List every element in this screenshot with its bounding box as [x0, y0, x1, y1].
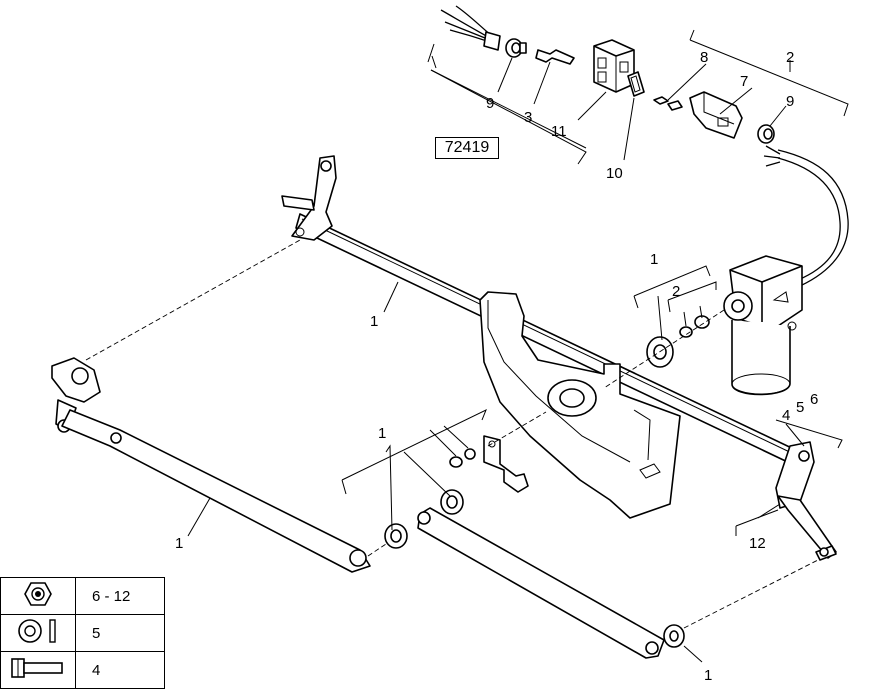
- callout-1-upper-tube: 1: [370, 313, 378, 330]
- callout-11-plug: 11: [551, 123, 567, 140]
- mounting-plate: [479, 291, 681, 519]
- callout-1-center-washers: 1: [378, 425, 386, 442]
- callout-1-lower-nut: 1: [704, 667, 712, 684]
- callout-9-grommet-left: 9: [486, 95, 494, 112]
- connector-seal: [627, 71, 645, 97]
- callout-1-left-link: 1: [175, 535, 183, 552]
- legend-qty: 5: [75, 614, 165, 652]
- lower-link-to-crank-line: [683, 559, 819, 629]
- washer-icon: [0, 614, 76, 652]
- callout-2-motor-nuts: 2: [672, 283, 680, 300]
- lower-link-nut: [663, 624, 685, 648]
- left-crank: [51, 357, 101, 433]
- callout-9-grommet-right: 9: [786, 93, 794, 110]
- harness-wires-left: [440, 5, 501, 51]
- grommet-left: [505, 38, 527, 58]
- grommet-right: [757, 124, 775, 144]
- callout-8-pin: 8: [700, 49, 708, 66]
- left-link-to-tube-line: [85, 239, 301, 361]
- bracket-ref-group: [427, 43, 587, 165]
- callout-4: 4: [782, 407, 790, 424]
- legend-row-bolt: 4: [0, 651, 165, 689]
- wiper-motor: [723, 255, 803, 396]
- motor-washers: [646, 315, 710, 368]
- hardware-legend-table: 6 - 12 5 4: [0, 577, 165, 689]
- center-washers: [384, 448, 476, 549]
- legend-qty: 6 - 12: [75, 577, 165, 615]
- callout-7-housing: 7: [740, 73, 748, 90]
- legend-row-nut: 6 - 12: [0, 577, 165, 615]
- nut-icon: [0, 577, 76, 615]
- callout-2-connector-group: 2: [786, 49, 794, 66]
- center-axis-line: [487, 411, 547, 447]
- callout-3-terminal: 3: [524, 109, 532, 126]
- callout-5: 5: [796, 399, 804, 416]
- left-link-upper: [61, 409, 371, 573]
- bolt-icon: [0, 651, 76, 689]
- lower-link: [417, 507, 665, 659]
- reference-code-box: 72419: [435, 137, 499, 159]
- callout-1-motor-washer: 1: [650, 251, 658, 268]
- connector-housing: [689, 91, 743, 139]
- center-stud-bracket: [483, 435, 529, 493]
- callout-6: 6: [810, 391, 818, 408]
- connector-pin-small: [653, 96, 683, 111]
- callout-10-seal: 10: [606, 165, 623, 182]
- legend-qty: 4: [75, 651, 165, 689]
- connector-plug: [593, 39, 635, 93]
- bracket-connector-group: [689, 29, 849, 117]
- terminal-pin: [535, 49, 575, 65]
- motor-cable: [763, 145, 849, 287]
- right-pivot: [775, 441, 837, 561]
- callout-12-pivot: 12: [749, 535, 766, 552]
- left-pivot-bracket: [281, 155, 337, 241]
- legend-row-washer: 5: [0, 614, 165, 652]
